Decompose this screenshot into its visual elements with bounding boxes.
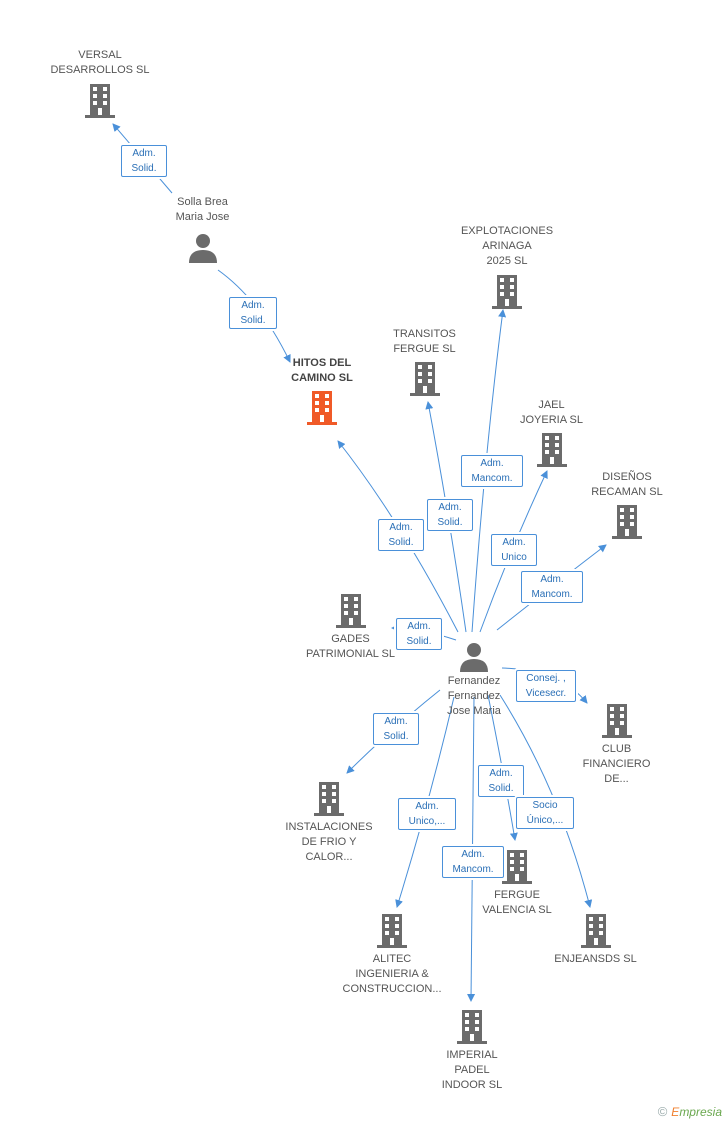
- company-versal-desarrollos[interactable]: VERSAL DESARROLLOS SL: [40, 48, 160, 118]
- company-hitos-del-camino[interactable]: HITOS DEL CAMINO SL: [272, 356, 372, 425]
- relation-label[interactable]: Adm. Mancom.: [461, 455, 523, 487]
- brand-initial: E: [671, 1105, 680, 1119]
- person-solla-brea[interactable]: Solla Brea Maria Jose: [155, 195, 250, 263]
- company-name: JAEL JOYERIA SL: [520, 399, 583, 426]
- person-name: Solla Brea Maria Jose: [175, 196, 230, 223]
- copyright-icon: ©: [657, 1104, 668, 1119]
- company-disenos-recaman[interactable]: DISEÑOS RECAMAN SL: [578, 470, 676, 539]
- relation-label[interactable]: Adm. Solid.: [427, 499, 473, 531]
- relation-label[interactable]: Socio Único,...: [516, 797, 574, 829]
- brand-name: mpresia: [679, 1105, 722, 1119]
- building-icon: [580, 914, 611, 948]
- relation-label[interactable]: Adm. Unico,...: [398, 798, 456, 830]
- company-name: ENJEANSDS SL: [554, 953, 637, 965]
- relation-label[interactable]: Adm. Solid.: [229, 297, 277, 329]
- relation-label[interactable]: Adm. Solid.: [478, 765, 524, 797]
- relation-label[interactable]: Adm. Mancom.: [442, 846, 504, 878]
- company-name: ALITEC INGENIERIA & CONSTRUCCION...: [342, 953, 442, 995]
- company-name: IMPERIAL PADEL INDOOR SL: [441, 1049, 503, 1091]
- building-icon: [492, 275, 522, 309]
- building-icon: [457, 1010, 487, 1044]
- company-name: DISEÑOS RECAMAN SL: [591, 471, 663, 498]
- company-jael-joyeria[interactable]: JAEL JOYERIA SL: [504, 398, 599, 467]
- building-icon: [601, 704, 632, 738]
- relation-label[interactable]: Consej. , Vicesecr.: [516, 670, 576, 702]
- company-imperial-padel[interactable]: IMPERIAL PADEL INDOOR SL: [428, 1010, 516, 1093]
- building-icon: [377, 914, 407, 948]
- building-icon: [409, 362, 440, 396]
- person-fernandez-fernandez[interactable]: Fernandez Fernandez Jose Maria: [428, 642, 520, 719]
- building-icon: [335, 594, 366, 628]
- company-enjeansds[interactable]: ENJEANSDS SL: [548, 914, 643, 967]
- person-name: Fernandez Fernandez Jose Maria: [447, 675, 501, 717]
- building-icon: [536, 433, 567, 467]
- company-transitos-fergue[interactable]: TRANSITOS FERGUE SL: [377, 327, 472, 396]
- empresia-watermark: ©Empresia: [658, 1104, 722, 1119]
- company-alitec-ingenieria[interactable]: ALITEC INGENIERIA & CONSTRUCCION...: [336, 914, 448, 997]
- company-club-financiero[interactable]: CLUB FINANCIERO DE...: [574, 704, 659, 787]
- relation-label[interactable]: Adm. Solid.: [373, 713, 419, 745]
- company-explotaciones-arinaga[interactable]: EXPLOTACIONES ARINAGA 2025 SL: [452, 224, 562, 309]
- building-icon: [502, 850, 532, 884]
- company-name: CLUB FINANCIERO DE...: [582, 743, 651, 785]
- company-name: INSTALACIONES DE FRIO Y CALOR...: [285, 821, 373, 863]
- relation-label[interactable]: Adm. Solid.: [396, 618, 442, 650]
- company-name: FERGUE VALENCIA SL: [482, 889, 552, 916]
- person-icon: [460, 643, 488, 672]
- person-icon: [188, 234, 217, 263]
- company-name: VERSAL DESARROLLOS SL: [50, 49, 150, 76]
- building-icon: [314, 782, 344, 816]
- company-name: GADES PATRIMONIAL SL: [305, 633, 396, 660]
- relation-label[interactable]: Adm. Solid.: [121, 145, 167, 177]
- building-icon: [612, 505, 642, 539]
- relation-label[interactable]: Adm. Mancom.: [521, 571, 583, 603]
- relation-label[interactable]: Adm. Solid.: [378, 519, 424, 551]
- company-name: EXPLOTACIONES ARINAGA 2025 SL: [460, 225, 554, 267]
- company-instalaciones-frio[interactable]: INSTALACIONES DE FRIO Y CALOR...: [274, 782, 384, 865]
- building-icon: [85, 84, 115, 118]
- company-fergue-valencia[interactable]: FERGUE VALENCIA SL: [472, 850, 562, 918]
- company-gades-patrimonial[interactable]: GADES PATRIMONIAL SL: [298, 594, 403, 662]
- building-icon: [307, 391, 337, 425]
- company-name: TRANSITOS FERGUE SL: [393, 328, 456, 355]
- company-name: HITOS DEL CAMINO SL: [291, 357, 353, 384]
- relation-label[interactable]: Adm. Unico: [491, 534, 537, 566]
